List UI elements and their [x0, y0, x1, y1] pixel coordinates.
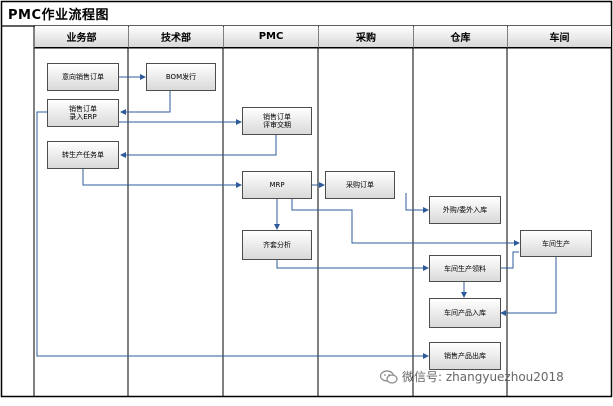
- lane-header-tech: 技术部: [129, 26, 223, 48]
- node-kitting-analysis: 齐套分析: [242, 230, 312, 260]
- edge-workshop-receipt: [500, 257, 557, 316]
- lane-header-sales: 业务部: [35, 26, 128, 48]
- node-order-review: 销售订单 评审交期: [242, 107, 312, 135]
- lane-header-warehouse: 仓库: [414, 26, 507, 48]
- edge-erp-delivery: [36, 111, 429, 359]
- node-intent-order: 意向销售订单: [47, 63, 119, 91]
- lane-header-pmc: PMC: [224, 26, 318, 48]
- node-outsource-receipt: 外购/委外入库: [429, 196, 501, 224]
- edge-review-task: [120, 134, 277, 158]
- node-mrp: MRP: [242, 171, 312, 199]
- diagram-title: PMC作业流程图: [8, 8, 110, 23]
- wechat-icon: [379, 369, 398, 384]
- node-bom: BOM发行: [146, 63, 216, 91]
- watermark: 微信号: zhangyuezhou2018: [379, 368, 564, 385]
- edge-kitting-pick: [276, 260, 429, 271]
- node-sales-delivery: 销售产品出库: [429, 342, 501, 370]
- lane-header-purchase: 采购: [319, 26, 413, 48]
- node-production-task: 转生产任务单: [47, 141, 119, 169]
- edge-task-mrp: [82, 169, 242, 188]
- lane-header-workshop: 车间: [508, 26, 611, 48]
- node-workshop-production: 车间生产: [520, 230, 592, 257]
- edge-purchase-receipt: [405, 193, 429, 213]
- node-purchase-order: 采购订单: [325, 171, 395, 199]
- edge-bom-erp: [120, 91, 171, 115]
- node-workshop-receipt: 车间产品入库: [429, 298, 501, 328]
- watermark-text: 微信号: zhangyuezhou2018: [402, 370, 564, 384]
- edge-pick-workshop: [501, 251, 519, 269]
- node-sales-order-erp: 销售订单 录入ERP: [47, 99, 119, 127]
- edge-mrp-workshop: [291, 199, 520, 246]
- node-production-pick: 车间生产领料: [429, 255, 501, 282]
